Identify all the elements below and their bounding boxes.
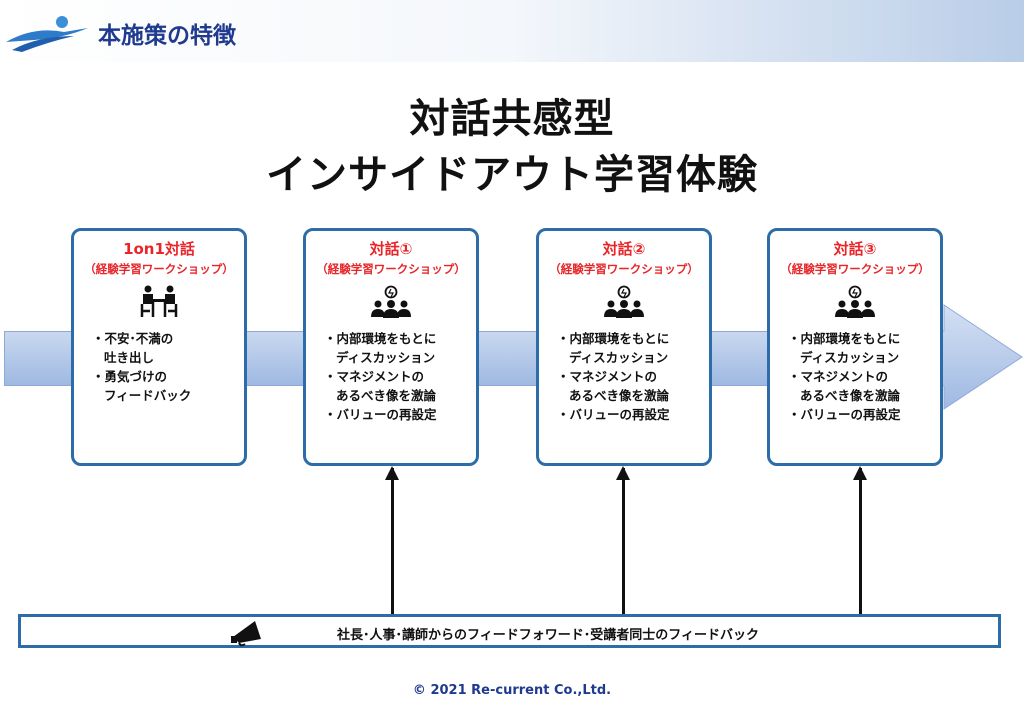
card-bullets: ・不安･不満の吐き出し・勇気づけのフィードバック [92,329,244,405]
feedback-bar-text: 社長･人事･講師からのフィードフォワード･受講者同士のフィードバック [337,628,759,643]
feedback-bar: 社長･人事･講師からのフィードフォワード･受講者同士のフィードバック [18,614,1001,648]
card-subtitle: （経験学習ワークショップ） [84,262,234,276]
bullet-line: ・マネジメントの [788,369,889,384]
bullet-line: フィードバック [104,388,192,403]
step-card: 1on1対話 （経験学習ワークショップ） ・不安･不満の吐き出し・勇気づけのフィード… [71,228,247,466]
bullet-line: ・バリューの再設定 [788,407,901,422]
bullet-line: ・マネジメントの [324,369,425,384]
meeting-table-icon [74,285,244,321]
feedback-arrow-2 [616,466,630,614]
bullet-line: ディスカッション [569,350,669,365]
copyright: © 2021 Re-current Co.,Ltd. [412,683,612,698]
feedback-arrow-3 [853,466,867,614]
header-title: 本施策の特徴 [98,23,236,49]
bullet-line: ・バリューの再設定 [557,407,670,422]
bullet-line: 吐き出し [104,350,155,365]
bullet-line: ・バリューの再設定 [324,407,437,422]
step-card: 対話② （経験学習ワークショップ） ・内部環境をもとにディスカッション・マネジメント… [536,228,712,466]
bullet-line: ディスカッション [800,350,900,365]
card-subtitle: （経験学習ワークショップ） [549,262,699,276]
bullet-line: あるべき像を激論 [800,388,901,403]
bullet-line: あるべき像を激論 [569,388,670,403]
card-title: 対話① [369,240,413,258]
idea-team-icon [306,285,476,321]
main-title-line1: 対話共感型 [409,96,615,142]
card-title: 1on1対話 [123,240,195,258]
bullet-line: ・内部環境をもとに [324,331,437,346]
step-card: 対話① （経験学習ワークショップ） ・内部環境をもとにディスカッション・マネジメント… [303,228,479,466]
bullet-line: ・内部環境をもとに [557,331,670,346]
bullet-line: ・マネジメントの [557,369,658,384]
card-bullets: ・内部環境をもとにディスカッション・マネジメントのあるべき像を激論・バリューの再… [324,329,476,424]
company-logo [6,16,88,52]
megaphone-icon [231,621,261,647]
bullet-line: ディスカッション [336,350,436,365]
bullet-line: あるべき像を激論 [336,388,437,403]
card-subtitle: （経験学習ワークショップ） [316,262,466,276]
idea-team-icon [770,285,940,321]
card-bullets: ・内部環境をもとにディスカッション・マネジメントのあるべき像を激論・バリューの再… [557,329,709,424]
header: 本施策の特徴 [0,0,1024,62]
step-card: 対話③ （経験学習ワークショップ） ・内部環境をもとにディスカッション・マネジメント… [767,228,943,466]
bullet-line: ・勇気づけの [92,369,168,384]
card-subtitle: （経験学習ワークショップ） [780,262,930,276]
bullet-line: ・内部環境をもとに [788,331,901,346]
card-bullets: ・内部環境をもとにディスカッション・マネジメントのあるべき像を激論・バリューの再… [788,329,940,424]
bullet-line: ・不安･不満の [92,331,174,346]
card-title: 対話② [602,240,646,258]
card-title: 対話③ [833,240,877,258]
idea-team-icon [539,285,709,321]
main-title-line2: インサイドアウト学習体験 [266,152,758,198]
timeline-arrowhead [938,304,1023,410]
feedback-arrow-1 [385,466,399,614]
